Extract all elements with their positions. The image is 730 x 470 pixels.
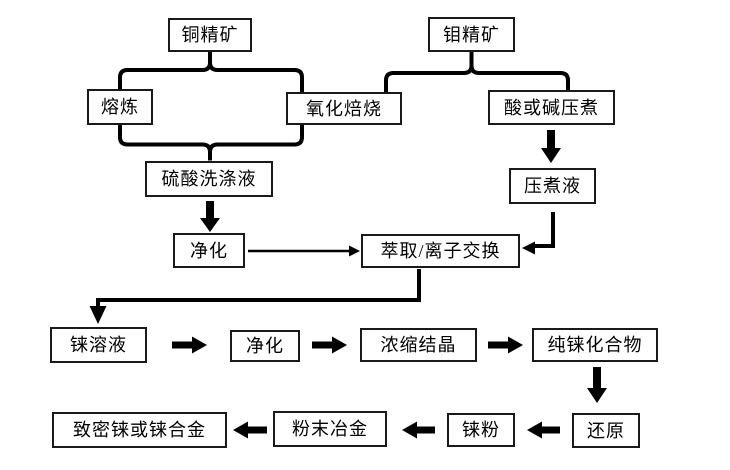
arrow-solution-to-purification2 [172,336,207,354]
node-digestion-liquid: 压煮液 [509,168,596,204]
node-purification-1: 净化 [173,233,245,268]
arrow-purification2-to-crystallization [312,336,347,354]
arrow-powder-to-metallurgy [402,421,435,439]
node-extraction-ion-exchange: 萃取/离子交换 [361,234,520,268]
node-reduction: 还原 [572,413,640,448]
connector-liquid-to-extraction [522,212,555,255]
arrow-crystallization-to-compound [488,336,523,354]
node-moly-concentrate: 钼精矿 [428,17,515,52]
arrow-reduction-to-powder [527,421,560,439]
merge-brace-to-wash-liquid [118,125,304,161]
node-smelting: 熔炼 [87,89,153,125]
connector-extraction-to-solution [89,269,421,324]
split-brace-copper [118,52,304,92]
arrow-compound-to-reduction [587,367,607,403]
node-oxidation-roasting: 氧化焙烧 [286,92,402,125]
node-rhenium-solution: 铼溶液 [50,327,147,363]
node-acid-alkali-digestion: 酸或碱压煮 [488,90,615,125]
node-sulfuric-wash-liquid: 硫酸洗涤液 [145,161,273,197]
node-pure-rhenium-compound: 纯铼化合物 [532,328,658,362]
arrow-digestion-to-liquid [541,130,561,163]
node-rhenium-powder: 铼粉 [447,413,515,447]
node-concentration-crystallization: 浓缩结晶 [360,328,477,362]
node-purification-2: 净化 [230,330,300,362]
node-copper-concentrate: 铜精矿 [168,18,252,52]
split-brace-moly [384,52,570,92]
arrow-wash-to-purification [200,201,220,232]
node-powder-metallurgy: 粉末冶金 [273,411,387,447]
arrow-purification-to-extraction [248,245,360,257]
node-dense-rhenium-or-alloy: 致密铼或铼合金 [52,412,227,448]
arrow-metallurgy-to-dense [233,421,267,439]
